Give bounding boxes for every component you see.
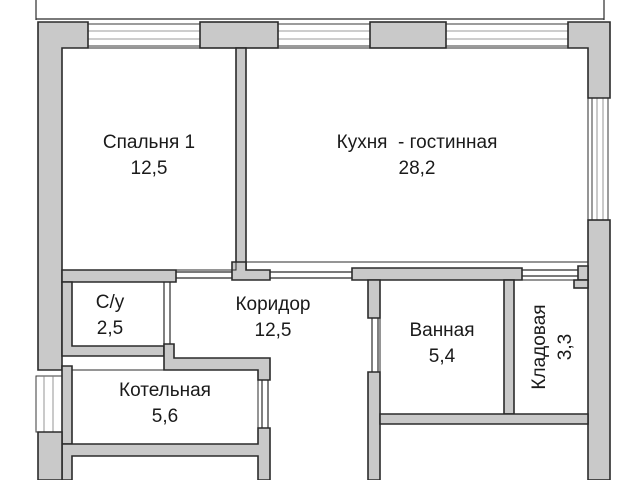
room-kitchen-label: Кухня - гостинная 28,2 <box>246 130 588 182</box>
thin-partitions <box>163 269 578 428</box>
room-name: Котельная <box>119 380 211 401</box>
room-boiler-label: Котельная 5,6 <box>72 378 258 430</box>
room-area: 12,5 <box>254 320 292 341</box>
room-area: 28,2 <box>398 158 436 179</box>
room-area: 5,4 <box>428 346 456 367</box>
room-corridor-label: Коридор 12,5 <box>180 292 366 344</box>
room-name: Кухня - гостинная <box>336 132 498 153</box>
window-left-lower <box>35 375 63 433</box>
room-name: Кладовая <box>529 304 550 390</box>
room-wc-label: С/у 2,5 <box>72 290 148 342</box>
room-name: Ванная <box>409 320 475 341</box>
window-top-middle <box>277 23 371 47</box>
room-outlines <box>61 47 589 445</box>
window-top-left <box>87 23 201 47</box>
room-area: 5,6 <box>151 406 179 427</box>
room-name: С/у <box>95 292 125 313</box>
window-top-right <box>445 23 569 47</box>
room-bedroom-label: Спальня 1 12,5 <box>62 130 236 182</box>
room-bathroom-label: Ванная 5,4 <box>380 318 504 370</box>
room-area: 12,5 <box>130 158 168 179</box>
top-window-strip <box>35 0 605 20</box>
room-name: Спальня 1 <box>102 132 196 153</box>
room-storage-label: Кладовая 3,3 <box>527 282 577 412</box>
room-area: 2,5 <box>96 318 124 339</box>
window-right <box>591 97 609 221</box>
room-area: 3,3 <box>555 333 576 361</box>
room-name: Коридор <box>235 294 311 315</box>
